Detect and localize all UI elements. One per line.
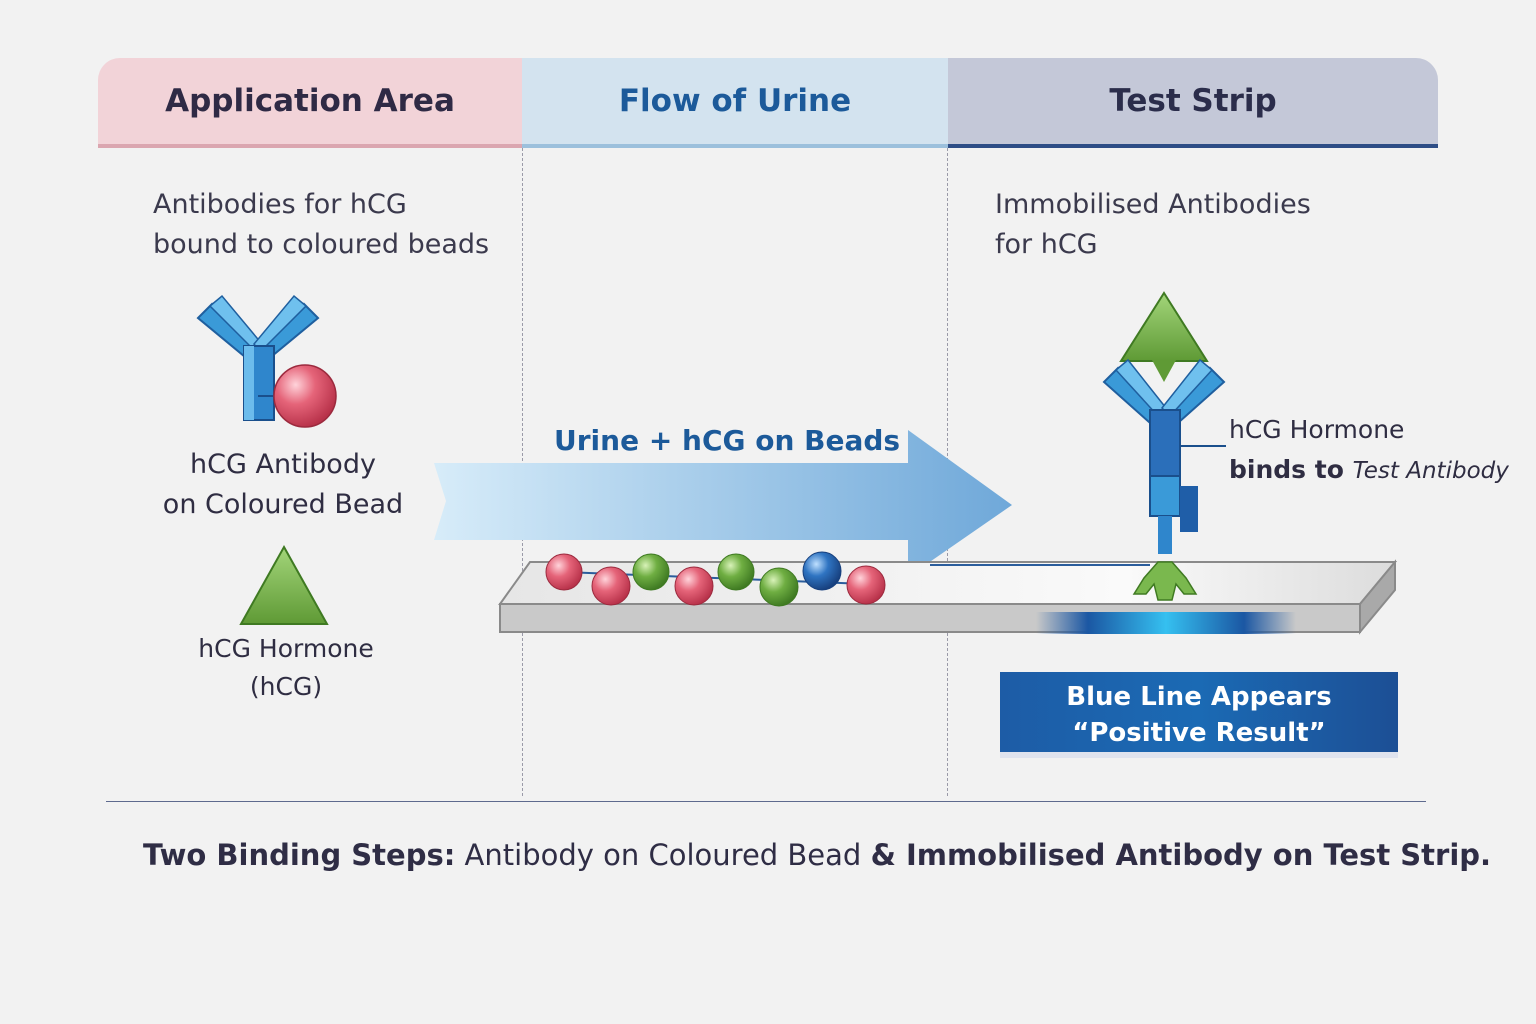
callout-line2: binds to Test Antibody <box>1229 450 1509 491</box>
flow-arrow-label: Urine + hCG on Beads <box>554 424 901 457</box>
header-test-strip: Test Strip <box>948 58 1438 148</box>
result-line2: “Positive Result” <box>1072 718 1326 748</box>
summary-bold-1: Two Binding Steps: <box>143 838 456 872</box>
antibody-on-bead-icon <box>196 294 337 428</box>
result-line1: Blue Line Appears <box>1066 682 1332 712</box>
immobilised-antibody-icon <box>1102 291 1226 601</box>
callout-binds-to: binds to <box>1229 455 1353 484</box>
strip-caption-line1: Immobilised Antibodies <box>995 189 1311 220</box>
application-caption-line1: Antibodies for hCG <box>153 189 407 220</box>
antibody-label-line2: on Coloured Bead <box>162 489 404 520</box>
header-application-area: Application Area <box>98 58 522 148</box>
callout-line1: hCG Hormone <box>1229 415 1405 444</box>
callout-test-antibody: Test Antibody <box>1352 458 1509 484</box>
bottom-divider <box>106 801 1426 802</box>
positive-result-box: Blue Line Appears “Positive Result” <box>1000 672 1398 758</box>
bead-chain <box>545 551 886 607</box>
hormone-label-line1: hCG Hormone <box>198 634 374 663</box>
summary-text: Two Binding Steps: Antibody on Coloured … <box>143 838 1491 872</box>
header-flow-of-urine: Flow of Urine <box>522 58 948 148</box>
hormone-label-line2: (hCG) <box>249 672 323 701</box>
summary-bold-2: & Immobilised Antibody on Test Strip. <box>870 838 1492 872</box>
hcg-hormone-icon <box>239 544 329 625</box>
antibody-label-line1: hCG Antibody <box>190 449 376 480</box>
summary-normal: Antibody on Coloured Bead <box>455 838 871 872</box>
flow-arrow-icon <box>434 430 1012 577</box>
strip-caption-line2: for hCG <box>995 229 1098 260</box>
binding-callout: hCG Hormone binds to Test Antibody <box>1229 410 1509 491</box>
section-header: Application Area Flow of Urine Test Stri… <box>98 58 1438 148</box>
application-caption-line2: bound to coloured beads <box>153 229 490 260</box>
blue-test-line <box>1036 612 1296 634</box>
